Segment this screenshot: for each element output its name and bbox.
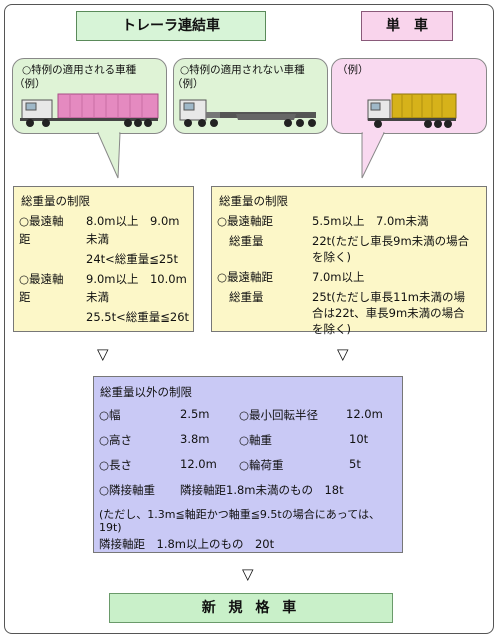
height-label: ○高さ [99, 433, 133, 447]
down-arrow-icon: ▽ [337, 345, 349, 363]
gross-weight-range: 25.5t<総重量≦26t [86, 310, 190, 324]
wheel-load-value: 5t [349, 457, 361, 471]
adjacent-axle-value: 隣接軸距1.8m未満のもの 18t [180, 483, 344, 497]
axle-distance-label-cont: 距 [19, 290, 31, 304]
adjacent-axle-long: 隣接軸距 1.8m以上のもの 20t [99, 537, 275, 551]
gross-weight-range: 24t<総重量≦25t [86, 252, 179, 266]
length-label: ○長さ [99, 458, 133, 472]
axle-distance-value: 9.0m以上 10.0m [86, 272, 187, 286]
outer-frame [4, 4, 494, 634]
axle-distance-value: 8.0m以上 9.0m [86, 214, 180, 228]
not-applied-example-label: （例） [172, 78, 204, 90]
axle-distance-label: ○最遠軸距 [217, 214, 274, 228]
single-weight-limits-panel: 総重量の制限 ○最遠軸距 5.5m以上 7.0m未満 総重量 22t(ただし車長… [211, 186, 487, 336]
width-value: 2.5m [180, 407, 210, 421]
axle-weight-label: ○軸重 [239, 433, 273, 447]
gross-weight-value-cont: を除く) [312, 250, 351, 264]
down-arrow-icon: ▽ [97, 345, 109, 363]
adjacent-axle-note: (ただし、1.3m≦軸距かつ軸重≦9.5tの場合にあっては、 [99, 508, 380, 521]
new-standard-vehicle-box: 新 規 格 車 [109, 593, 393, 623]
axle-distance-value: 7.0m以上 [312, 270, 365, 284]
lowbed-trailer-truck-icon [179, 99, 316, 127]
axle-distance-label: ○最遠軸 [19, 214, 64, 228]
trailer-weight-limits-panel: 総重量の制限 ○最遠軸 距 8.0m以上 9.0m 未満 24t<総重量≦25t… [13, 186, 194, 332]
semi-trailer-truck-icon [20, 93, 159, 127]
panel-title: 総重量以外の制限 [100, 385, 192, 399]
gross-weight-value-cont: 合は22t、車長9m未満の場合 [312, 306, 465, 320]
single-vehicle-header: 単 車 [361, 11, 453, 41]
height-value: 3.8m [180, 432, 210, 446]
applied-title: ○特例の適用される車種 [22, 64, 137, 76]
single-truck-icon [367, 93, 457, 128]
axle-distance-value: 5.5m以上 7.0m未満 [312, 214, 429, 228]
single-example-label: （例） [337, 64, 369, 76]
other-limits-panel: 総重量以外の制限 ○幅 2.5m ○最小回転半径 12.0m ○高さ 3.8m … [93, 376, 403, 553]
applied-example-label: （例） [14, 78, 46, 90]
width-label: ○幅 [99, 408, 121, 422]
not-applied-title: ○特例の適用されない車種 [180, 64, 305, 76]
turning-radius-label: ○最小回転半径 [239, 408, 319, 422]
trailer-header: トレーラ連結車 [76, 11, 266, 41]
gross-weight-value: 22t(ただし車長9m未満の場合 [312, 234, 470, 248]
panel-title: 総重量の制限 [219, 194, 288, 208]
adjacent-axle-note-cont: 19t) [99, 521, 122, 534]
axle-distance-label: ○最遠軸 [19, 272, 64, 286]
gross-weight-label: 総重量 [229, 234, 264, 248]
axle-distance-label-cont: 距 [19, 232, 31, 246]
axle-distance-value-cont: 未満 [86, 232, 109, 246]
gross-weight-value-cont: を除く) [312, 322, 351, 336]
adjacent-axle-label: ○隣接軸重 [99, 483, 156, 497]
turning-radius-value: 12.0m [346, 407, 383, 421]
gross-weight-value: 25t(ただし車長11m未満の場 [312, 290, 465, 304]
panel-title: 総重量の制限 [21, 194, 90, 208]
length-value: 12.0m [180, 457, 217, 471]
down-arrow-icon: ▽ [242, 565, 254, 583]
gross-weight-label: 総重量 [229, 290, 264, 304]
wheel-load-label: ○輪荷重 [239, 458, 284, 472]
bubble-tails [97, 132, 385, 179]
axle-weight-value: 10t [349, 432, 369, 446]
axle-distance-label: ○最遠軸距 [217, 270, 274, 284]
axle-distance-value-cont: 未満 [86, 290, 109, 304]
